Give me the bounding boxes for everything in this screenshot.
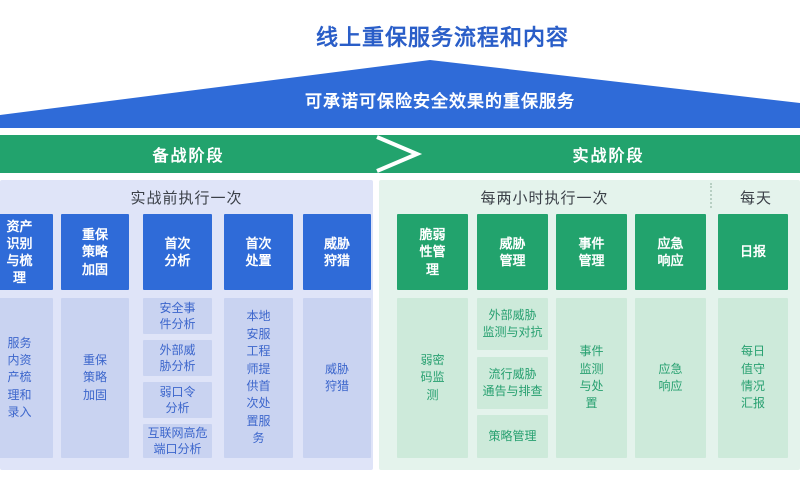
banner-slogan: 可承诺可保险安全效果的重保服务	[305, 92, 575, 111]
task-weak-password-analysis: 弱口令 分析	[143, 382, 212, 418]
task-external-threat-analysis: 外部威 胁分析	[143, 340, 212, 376]
roof-banner-shape	[0, 60, 800, 128]
task-external-threat-monitoring: 外部威胁 监测与对抗	[477, 298, 548, 350]
task-security-event-analysis: 安全事 件分析	[143, 298, 212, 334]
stage-preparation-label: 备战阶段	[152, 148, 225, 165]
task-policy-management: 策略管理	[477, 415, 548, 458]
stage-box-threat-management: 威胁 管理	[477, 214, 548, 290]
task-incident-monitoring-disposal: 事件 监测 与处 置	[556, 298, 627, 458]
stage-live: 实战阶段	[417, 142, 800, 166]
stage-preparation: 备战阶段	[0, 142, 377, 166]
stage-box-incident-management: 事件 管理	[556, 214, 627, 290]
stage-box-first-analysis: 首次 分析	[143, 214, 212, 290]
stage-box-asset-identification: 资产 识别 与梳 理	[0, 214, 53, 290]
task-high-risk-port-analysis: 互联网高危 端口分析	[143, 424, 212, 458]
stage-box-first-disposal: 首次 处置	[224, 214, 293, 290]
task-weak-password-monitoring: 弱密 码监 测	[397, 298, 468, 458]
stage-bar: 备战阶段 实战阶段	[0, 135, 800, 173]
task-daily-duty-report: 每日 值守 情况 汇报	[718, 298, 788, 458]
stage-live-label: 实战阶段	[572, 148, 645, 165]
daily-section-divider	[710, 183, 712, 208]
stage-box-emergency-response: 应急 响应	[635, 214, 706, 290]
stage-box-strategy-hardening: 重保 策略 加固	[61, 214, 129, 290]
task-asset-entry: 服务 内资 产梳 理和 录入	[0, 298, 53, 458]
preparation-panel-header: 实战前执行一次	[130, 190, 243, 207]
daily-section-header: 每天	[739, 190, 772, 207]
task-strategy-hardening: 重保 策略 加固	[61, 298, 129, 458]
page-title: 线上重保服务流程和内容	[315, 25, 569, 50]
stage-box-threat-hunting: 威胁 狩猎	[303, 214, 371, 290]
task-threat-hunting: 威胁 狩猎	[303, 298, 371, 458]
stage-box-daily-report: 日报	[718, 214, 788, 290]
task-emergency-response: 应急 响应	[635, 298, 706, 458]
live-panel-header: 每两小时执行一次	[480, 190, 609, 207]
stage-box-vulnerability-management: 脆弱 性管 理	[397, 214, 468, 290]
task-local-engineer-disposal: 本地 安服 工程 师提 供首 次处 置服 务	[224, 298, 293, 458]
task-popular-threat-notice: 流行威胁 通告与排查	[477, 357, 548, 409]
